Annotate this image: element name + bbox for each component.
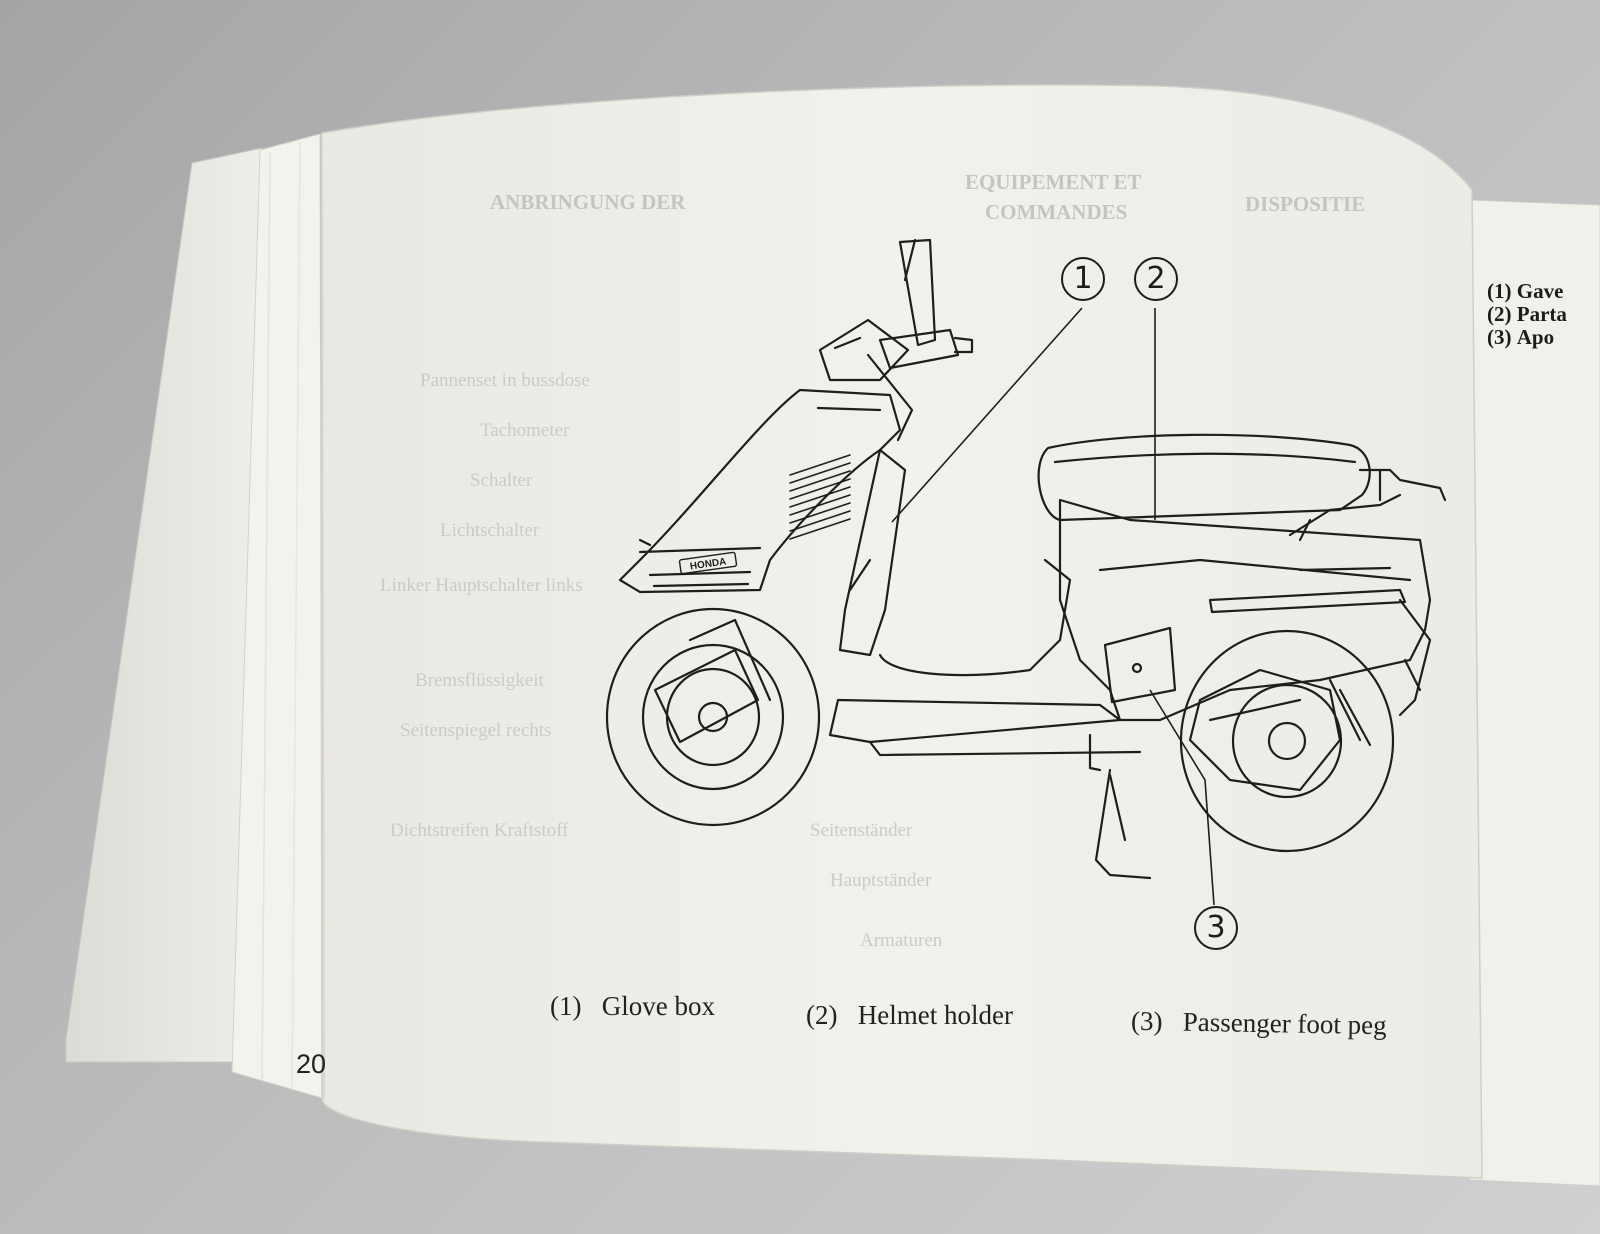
list-item: (3) Apo bbox=[1487, 325, 1555, 349]
caption-text: Glove box bbox=[601, 991, 715, 1021]
callout-3: 3 bbox=[1194, 906, 1238, 950]
caption-number: (3) bbox=[1130, 1005, 1163, 1037]
caption-number: (1) bbox=[550, 991, 582, 1021]
caption-text: Helmet holder bbox=[857, 1000, 1013, 1030]
next-page-list: (1) Gave (2) Parta (3) Apo bbox=[1487, 280, 1567, 349]
caption-text: Passenger foot peg bbox=[1182, 1006, 1387, 1041]
list-item: (2) Parta bbox=[1487, 302, 1567, 326]
callout-2: 2 bbox=[1134, 257, 1178, 301]
caption-helmet-holder: (2) Helmet holder bbox=[806, 1000, 1013, 1031]
caption-number: (2) bbox=[806, 1000, 838, 1030]
svg-text:HONDA: HONDA bbox=[689, 556, 727, 572]
callout-1: 1 bbox=[1061, 257, 1105, 301]
list-item: (1) Gave bbox=[1487, 279, 1564, 303]
honda-badge: HONDA bbox=[678, 551, 738, 575]
page-number: 20 bbox=[296, 1049, 327, 1079]
caption-passenger-foot-peg: (3) Passenger foot peg bbox=[1131, 1006, 1387, 1041]
caption-glove-box: (1) Glove box bbox=[550, 991, 715, 1022]
